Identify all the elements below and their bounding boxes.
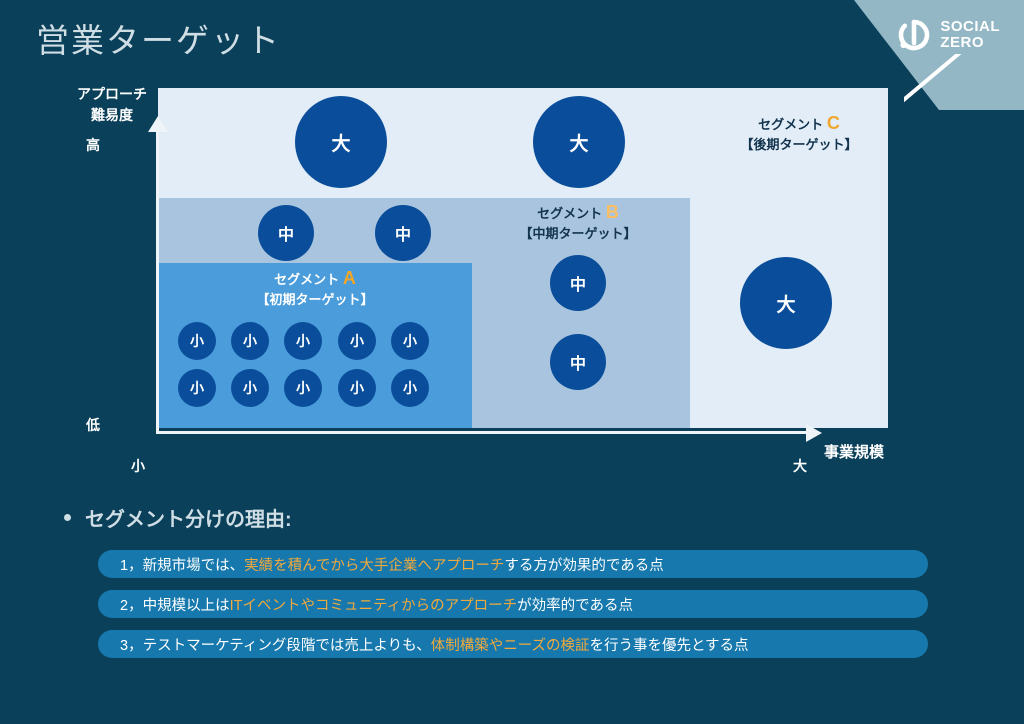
segment-b-prefix: セグメント <box>537 206 603 221</box>
segment-a-sublabel: 【初期ターゲット】 <box>256 292 374 307</box>
x-axis-tick-small: 小 <box>131 458 145 474</box>
segment-c-sublabel: 【後期ターゲット】 <box>740 137 858 152</box>
reason-post-3: を行う事を優先とする点 <box>589 637 749 654</box>
bubble-md-5: 中 <box>550 255 606 311</box>
y-axis-label: アプローチ 難易度 <box>70 84 154 126</box>
segment-c-caption: セグメント C 【後期ターゲット】 <box>714 113 884 155</box>
bubble-sm-12: 小 <box>178 369 216 407</box>
segment-b-letter: B <box>605 202 619 222</box>
bubble-sm-14: 小 <box>284 369 322 407</box>
bubble-sm-16: 小 <box>391 369 429 407</box>
reason-item-1: 1， 新規市場では、実績を積んでから大手企業へアプローチする方が効果的である点 <box>98 550 928 578</box>
y-axis-line <box>156 128 159 434</box>
reason-highlight-2: ITイベントやコミュニティからのアプローチ <box>229 597 518 614</box>
segment-a-prefix: セグメント <box>274 272 340 287</box>
reason-pre-2: 中規模以上は <box>142 597 230 614</box>
brand-logo-line2: ZERO <box>940 34 984 51</box>
reasons-heading-text: セグメント分けの理由: <box>85 509 292 531</box>
brand-logo-line1: SOCIAL <box>940 18 1000 35</box>
brand-logo: SOCIAL ZERO <box>894 16 1000 54</box>
bubble-lg-0: 大 <box>295 96 387 188</box>
segment-c-title: セグメント C <box>714 113 884 135</box>
bubble-sm-9: 小 <box>284 322 322 360</box>
bubble-md-4: 中 <box>375 205 431 261</box>
y-axis-tick-low: 低 <box>86 417 100 433</box>
segment-a-caption: セグメント A 【初期ターゲット】 <box>235 268 395 310</box>
bubble-md-6: 中 <box>550 334 606 390</box>
y-axis-label-line1: アプローチ <box>77 86 147 102</box>
segment-b-sublabel: 【中期ターゲット】 <box>519 226 637 241</box>
y-axis-arrow-icon <box>148 116 168 132</box>
bubble-sm-13: 小 <box>231 369 269 407</box>
reason-post-1: する方が効果的である点 <box>504 557 664 574</box>
reasons-heading: セグメント分けの理由: <box>64 503 292 532</box>
x-axis-arrow-icon <box>806 424 822 442</box>
x-axis-label: 事業規模 <box>824 444 885 461</box>
bubble-sm-11: 小 <box>391 322 429 360</box>
bubble-md-3: 中 <box>258 205 314 261</box>
bubble-sm-15: 小 <box>338 369 376 407</box>
bubble-lg-1: 大 <box>533 96 625 188</box>
reason-item-3: 3，テストマーケティング段階では売上よりも、体制構築やニーズの検証を行う事を優先… <box>98 630 928 658</box>
page-title: 営業ターゲット <box>36 22 281 59</box>
y-axis-label-line2: 難易度 <box>91 107 133 123</box>
reason-highlight-1: 実績を積んでから大手企業へアプローチ <box>244 557 505 574</box>
brand-logo-text: SOCIAL ZERO <box>940 19 1000 51</box>
segment-a-title: セグメント A <box>235 268 395 290</box>
reason-pre-1: 新規市場では、 <box>142 557 245 574</box>
segment-a-letter: A <box>342 268 356 288</box>
bubble-sm-10: 小 <box>338 322 376 360</box>
reason-number-2: 2， <box>120 597 143 614</box>
bubble-sm-7: 小 <box>178 322 216 360</box>
segment-b-caption: セグメント B 【中期ターゲット】 <box>490 202 666 244</box>
segment-b-title: セグメント B <box>490 202 666 224</box>
social-zero-mark-icon <box>894 16 932 54</box>
bubble-lg-2: 大 <box>740 257 832 349</box>
reason-post-2: が効率的である点 <box>517 597 633 614</box>
segment-c-prefix: セグメント <box>758 117 824 132</box>
y-axis-tick-high: 高 <box>86 137 100 153</box>
x-axis-tick-large: 大 <box>793 458 807 474</box>
segment-chart: アプローチ 難易度 高 低 小 大 事業規模 セグメント C 【後期ターゲット】… <box>70 84 888 474</box>
reason-number-3: 3， <box>120 637 143 654</box>
reason-number-1: 1， <box>120 557 143 574</box>
bullet-icon <box>64 514 71 521</box>
x-axis-line <box>156 431 808 434</box>
segment-c-letter: C <box>826 113 840 133</box>
reason-pre-3: テストマーケティング段階では売上よりも、 <box>142 637 431 654</box>
reason-highlight-3: 体制構築やニーズの検証 <box>430 637 590 654</box>
bubble-sm-8: 小 <box>231 322 269 360</box>
